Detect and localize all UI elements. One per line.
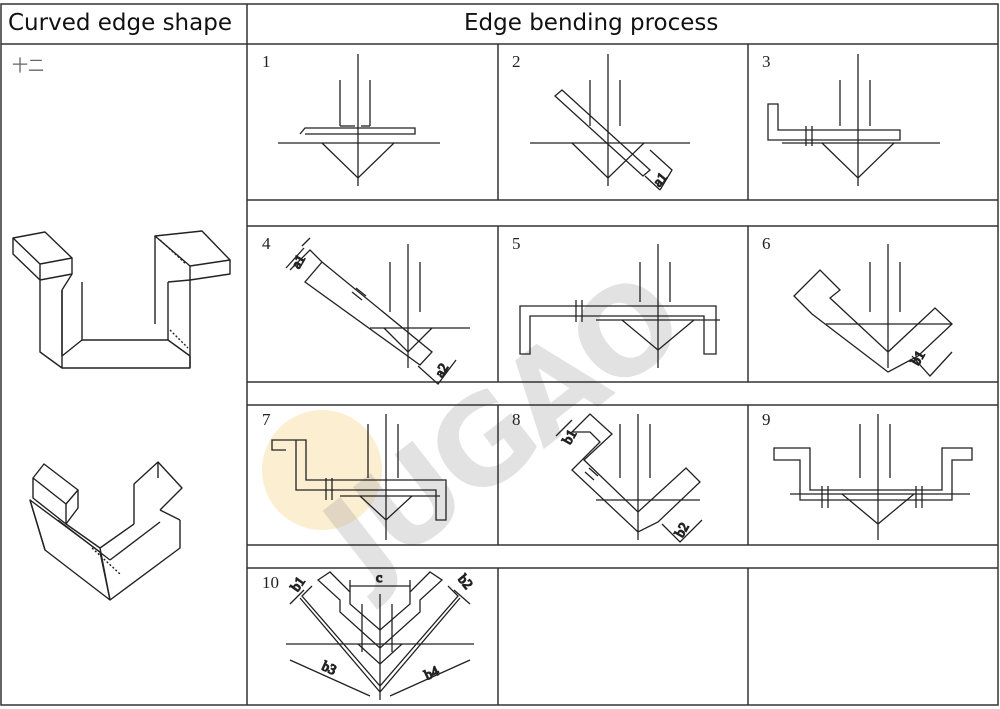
watermark-dot	[262, 410, 382, 530]
step-number-6: 6	[762, 234, 771, 253]
step-10-dim-b4: b4	[422, 664, 441, 684]
step-8-diagram: b1 b2	[555, 413, 703, 543]
step-number-7: 7	[262, 410, 271, 429]
step-number-1: 1	[262, 52, 271, 71]
step-2-dim-a1: a1	[651, 170, 671, 190]
step-number-8: 8	[512, 410, 521, 429]
step-8-dim-b1: b1	[560, 428, 580, 448]
step-number-9: 9	[762, 410, 771, 429]
step-number-5: 5	[512, 234, 521, 253]
step-10-dim-c: c	[376, 571, 382, 586]
header-edge-bending-process: Edge bending process	[464, 10, 719, 36]
step-4-dim-a1: a1	[289, 253, 309, 272]
step-9-diagram	[773, 414, 973, 540]
step-6-diagram: b1	[793, 244, 953, 377]
step-number-10: 10	[262, 573, 279, 592]
v-channel-shape	[29, 461, 183, 601]
step-10-diagram: c b1 b2 b3 b4	[286, 570, 476, 700]
step-5-diagram	[519, 244, 720, 368]
step-2-diagram: a1	[530, 54, 690, 191]
table-grid	[0, 3, 999, 706]
header-curved-edge-shape: Curved edge shape	[8, 10, 232, 36]
step-7-diagram	[271, 414, 447, 540]
step-6-dim-b1: b1	[909, 349, 929, 369]
step-3-diagram	[767, 54, 940, 186]
step-number-2: 2	[512, 52, 521, 71]
left-corner-mark: 十二	[12, 56, 45, 75]
step-10-dim-b2: b2	[454, 572, 474, 592]
u-channel-shape	[12, 230, 231, 369]
step-10-dim-b3: b3	[319, 659, 338, 679]
step-1-diagram	[278, 54, 440, 186]
step-4-dim-a2: a2	[433, 361, 453, 380]
step-number-3: 3	[762, 52, 771, 71]
step-number-4: 4	[262, 234, 271, 253]
step-4-diagram: a1 a2	[285, 237, 470, 385]
